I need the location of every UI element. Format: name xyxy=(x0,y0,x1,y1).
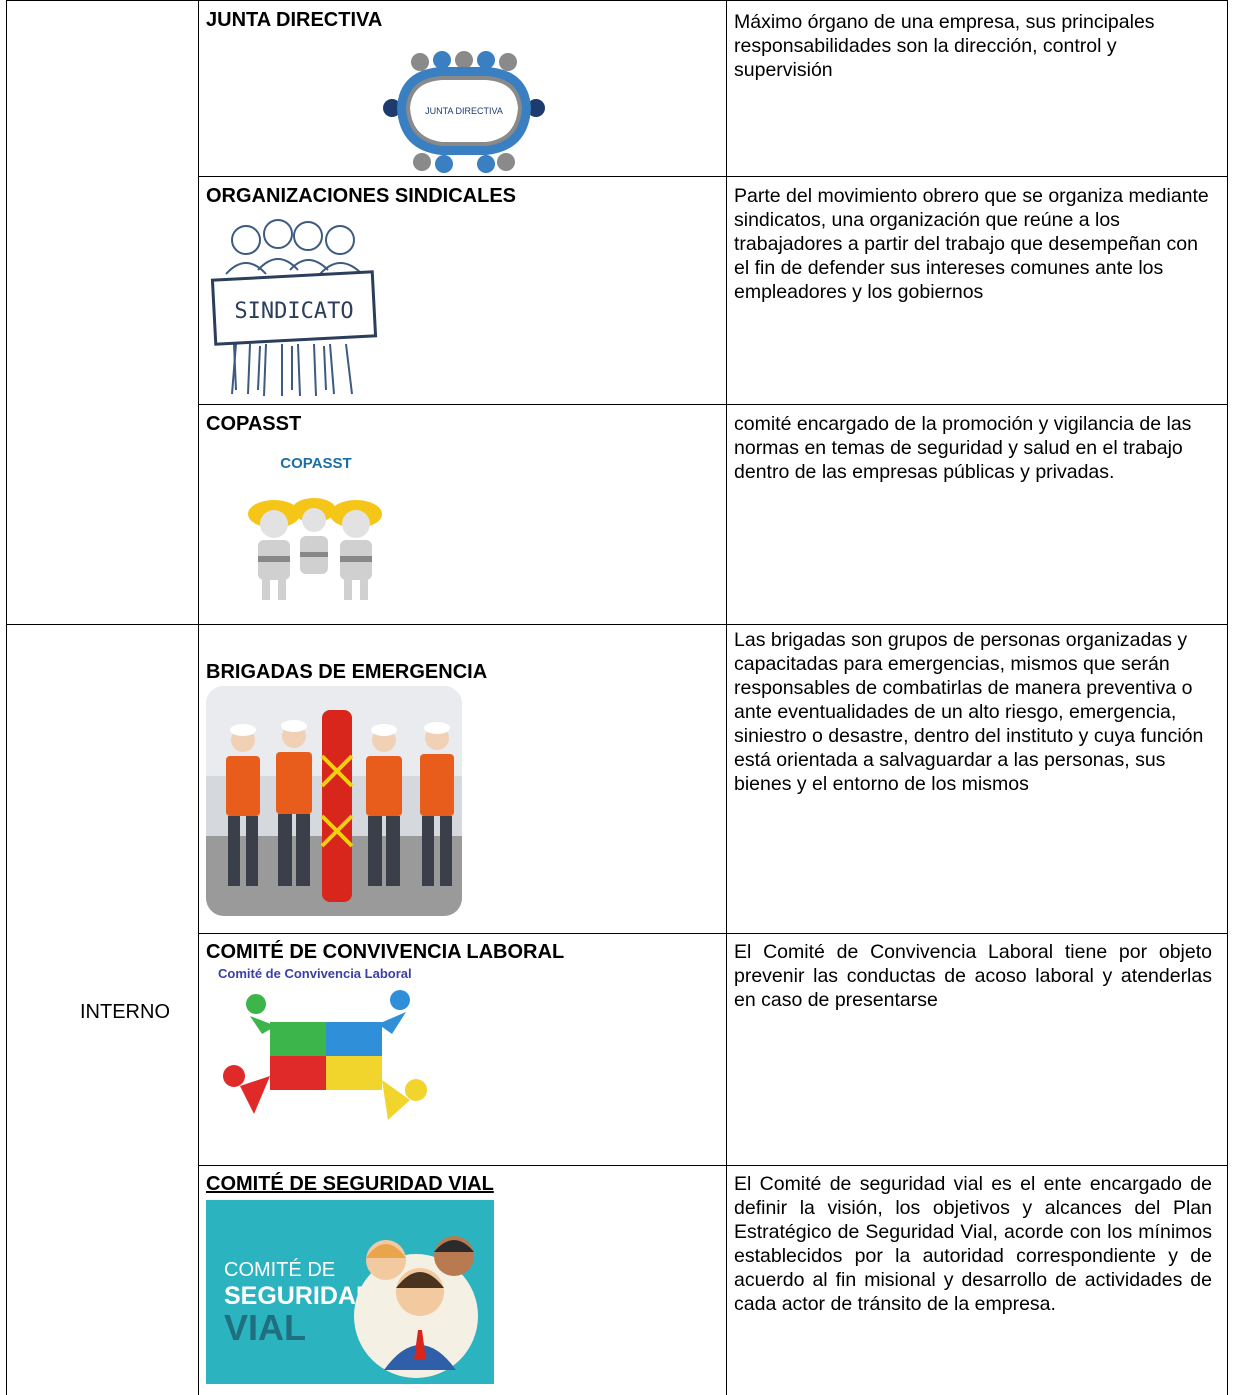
junta-directiva-image: JUNTA DIRECTIVA xyxy=(382,50,546,175)
sindicato-illustration: SINDICATO xyxy=(210,219,378,397)
vial-image-line2: SEGURIDAD xyxy=(224,1282,374,1310)
table-border-left xyxy=(6,0,7,1395)
copasst-image-label: COPASST xyxy=(280,455,351,472)
junta-directiva-illustration: JUNTA DIRECTIVA xyxy=(383,51,545,173)
row-divider xyxy=(198,404,1227,405)
convivencia-image-label: Comité de Convivencia Laboral xyxy=(218,966,412,981)
seguridad-vial-illustration: COMITÉ DE SEGURIDAD VIAL xyxy=(206,1200,494,1384)
junta-image-label: JUNTA DIRECTIVA xyxy=(425,106,503,116)
row-description-copasst: comité encargado de la promoción y vigil… xyxy=(734,413,1192,483)
row-title-comite-de-seguridad-vial: COMITÉ DE SEGURIDAD VIAL xyxy=(206,1173,494,1195)
section-divider xyxy=(6,624,1228,625)
seguridad-vial-image: COMITÉ DE SEGURIDAD VIAL xyxy=(206,1200,494,1384)
row-divider xyxy=(198,176,1227,177)
copasst-illustration: COPASST xyxy=(248,455,382,600)
convivencia-illustration: Comité de Convivencia Laboral xyxy=(218,966,427,1120)
row-title-junta-directiva: JUNTA DIRECTIVA xyxy=(206,9,383,31)
row-description-comite-de-seguridad-vial: El Comité de seguridad vial es el ente e… xyxy=(734,1173,1212,1315)
brigadas-illustration xyxy=(206,686,462,916)
row-divider xyxy=(198,1165,1227,1166)
row-description-comite-de-convivencia-laboral: El Comité de Convivencia Laboral tiene p… xyxy=(734,941,1212,1011)
brigadas-photo xyxy=(206,686,462,916)
row-title-copasst: COPASST xyxy=(206,413,302,435)
row-divider xyxy=(198,933,1227,934)
copasst-image: COPASST xyxy=(226,444,398,602)
section-label: INTERNO xyxy=(80,1001,170,1023)
table-border-right xyxy=(1227,0,1228,1395)
row-description-organizaciones-sindicales: Parte del movimiento obrero que se organ… xyxy=(734,185,1209,303)
row-title-organizaciones-sindicales: ORGANIZACIONES SINDICALES xyxy=(206,185,517,207)
sindicato-image: SINDICATO xyxy=(206,214,378,402)
convivencia-image: Comité de Convivencia Laboral xyxy=(210,964,450,1124)
row-description-brigadas-de-emergencia: Las brigadas son grupos de personas orga… xyxy=(734,629,1204,795)
vial-image-line3: VIAL xyxy=(224,1307,306,1348)
vial-image-line1: COMITÉ DE xyxy=(224,1258,335,1281)
table-border-top xyxy=(6,0,1228,1)
sindicato-sign-text: SINDICATO xyxy=(234,299,353,324)
row-description-junta-directiva: Máximo órgano de una empresa, sus princi… xyxy=(734,11,1155,81)
table-divider-col2 xyxy=(726,0,727,1395)
row-title-comite-de-convivencia-laboral: COMITÉ DE CONVIVENCIA LABORAL xyxy=(206,941,565,963)
table-divider-col1 xyxy=(198,0,199,1395)
row-title-brigadas-de-emergencia: BRIGADAS DE EMERGENCIA xyxy=(206,661,488,683)
